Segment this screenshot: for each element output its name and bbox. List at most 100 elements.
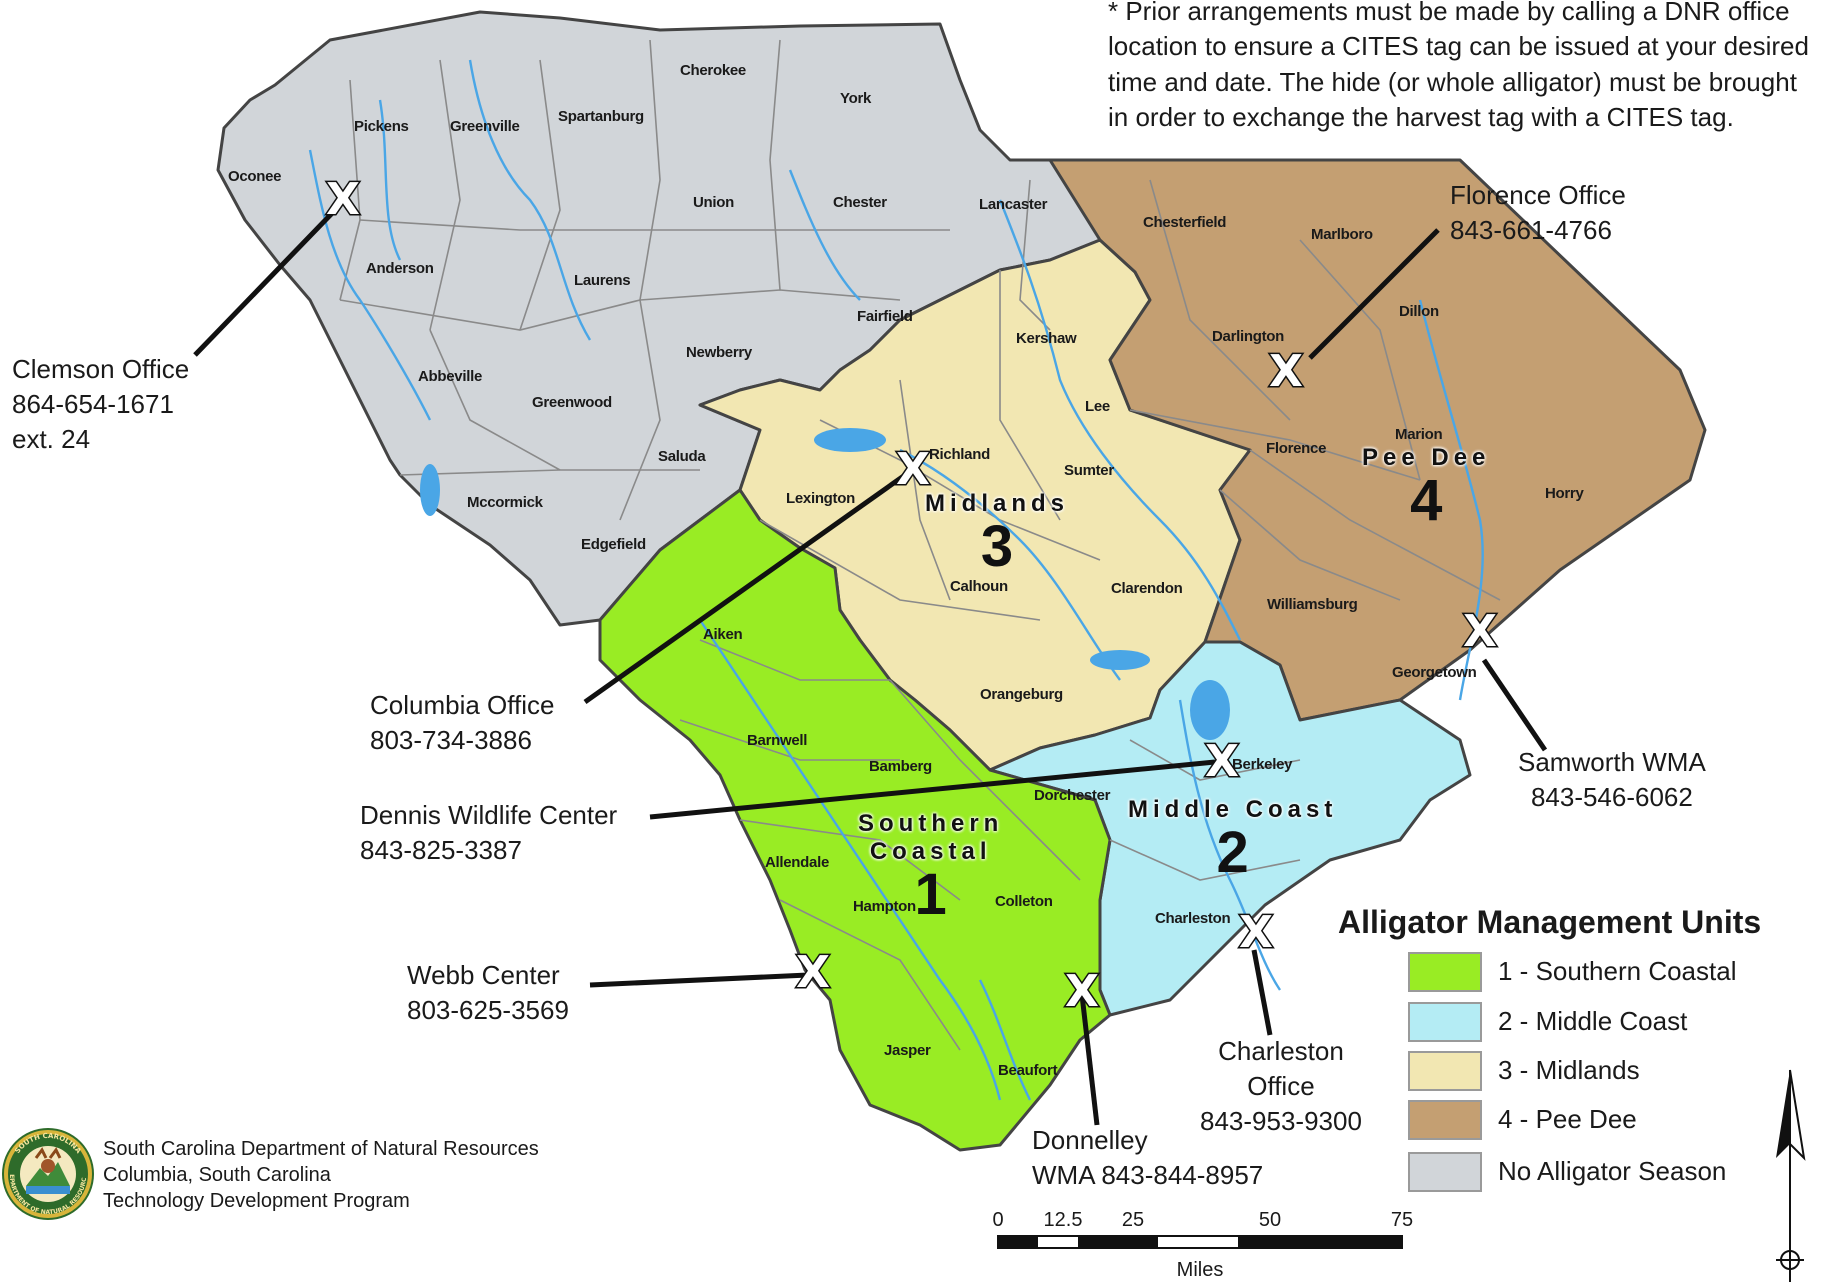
county-label: Charleston xyxy=(1155,910,1231,927)
county-label: Beaufort xyxy=(998,1062,1058,1079)
agency-credit: South Carolina Department of Natural Res… xyxy=(103,1136,539,1214)
office-phone: 843-953-9300 xyxy=(1200,1105,1362,1136)
county-label: Union xyxy=(693,194,734,211)
county-label: Aiken xyxy=(703,626,743,643)
unit-label-name: Southern xyxy=(858,810,1004,837)
county-label: Spartanburg xyxy=(558,108,644,125)
office-marker-icon[interactable]: X xyxy=(795,947,832,998)
cites-note: * Prior arrangements must be made by cal… xyxy=(1108,0,1809,135)
office-marker-icon[interactable]: X xyxy=(325,174,362,225)
office-name: Charleston xyxy=(1218,1036,1344,1066)
office-phone: WMA 843-844-8957 xyxy=(1032,1159,1264,1190)
scale-tick-label: 12.5 xyxy=(1044,1209,1083,1231)
county-label: Dorchester xyxy=(1034,787,1111,804)
office-marker-icon[interactable]: X xyxy=(1064,966,1101,1017)
unit-label-name: Middle Coast xyxy=(1128,796,1338,823)
note-line: location to ensure a CITES tag can be is… xyxy=(1108,31,1809,62)
county-label: Georgetown xyxy=(1392,664,1477,681)
office-name: Donnelley xyxy=(1032,1125,1148,1155)
office-name: Florence Office xyxy=(1450,180,1626,210)
office-marker-icon[interactable]: X xyxy=(1462,606,1499,657)
county-label: Pickens xyxy=(354,118,409,135)
unit-label-number: 3 xyxy=(980,514,1014,579)
county-label: Greenville xyxy=(450,118,520,135)
county-label: Darlington xyxy=(1212,328,1284,345)
office-phone: 864-654-1671 xyxy=(12,388,174,419)
county-label: Dillon xyxy=(1399,303,1439,320)
county-label: Hampton xyxy=(853,898,916,915)
scale-tick-label: 50 xyxy=(1259,1209,1281,1231)
county-label: Chesterfield xyxy=(1143,214,1227,231)
legend-title: Alligator Management Units xyxy=(1338,904,1762,940)
legend-swatch xyxy=(1408,1002,1482,1042)
unit-label-name: Pee Dee xyxy=(1362,444,1491,471)
county-label: Mccormick xyxy=(467,494,543,511)
office-name: Columbia Office xyxy=(370,690,555,720)
county-label: Abbeville xyxy=(418,368,482,385)
unit-label: Pee Dee 4 xyxy=(1362,444,1490,530)
county-label: Berkeley xyxy=(1232,756,1293,773)
office-phone: Office xyxy=(1247,1070,1315,1101)
note-line: in order to exchange the harvest tag wit… xyxy=(1108,102,1734,133)
county-label: Lexington xyxy=(786,490,855,507)
scale-unit-label: Miles xyxy=(1177,1259,1224,1281)
county-label: Fairfield xyxy=(857,308,913,325)
scale-tick-label: 75 xyxy=(1391,1209,1413,1231)
county-label: Oconee xyxy=(228,168,282,185)
county-label: Barnwell xyxy=(747,732,808,749)
county-label: Greenwood xyxy=(532,394,612,411)
county-label: Bamberg xyxy=(869,758,932,775)
unit-label-name: Coastal xyxy=(869,838,992,865)
office-marker-icon[interactable]: X xyxy=(1238,907,1275,958)
office-marker-icon[interactable]: X xyxy=(1204,736,1241,787)
office-name: Dennis Wildlife Center xyxy=(360,800,618,830)
unit-label-name: Midlands xyxy=(925,490,1070,517)
legend-label: 3 - Midlands xyxy=(1498,1055,1640,1085)
county-label: Marion xyxy=(1395,426,1443,443)
legend-swatch xyxy=(1408,1152,1482,1192)
office-label: Samworth WMA 843-546-6062 xyxy=(1518,745,1706,815)
office-label: Columbia Office 803-734-3886 xyxy=(370,688,555,758)
county-label: Sumter xyxy=(1064,462,1114,479)
unit-label-number: 4 xyxy=(1410,468,1443,533)
region-middle-coast xyxy=(988,640,1472,1017)
agency-line: Technology Development Program xyxy=(103,1190,410,1212)
county-label: Lancaster xyxy=(979,196,1048,213)
office-label: Webb Center 803-625-3569 xyxy=(407,958,569,1028)
legend-swatch xyxy=(1408,1100,1482,1140)
county-label: Allendale xyxy=(765,854,829,871)
office-phone: 843-825-3387 xyxy=(360,834,522,865)
note-line: * Prior arrangements must be made by cal… xyxy=(1108,0,1790,26)
legend-swatch xyxy=(1408,1051,1482,1091)
office-label: Florence Office 843-661-4766 xyxy=(1450,178,1626,248)
office-leader-lines xyxy=(193,203,1548,1126)
office-label: Donnelley WMA 843-844-8957 xyxy=(1032,1123,1263,1193)
county-label: Laurens xyxy=(574,272,631,289)
legend-label: 1 - Southern Coastal xyxy=(1498,956,1737,986)
rivers xyxy=(308,59,1484,1101)
county-label: Jasper xyxy=(884,1042,931,1059)
office-name: Samworth WMA xyxy=(1518,747,1706,777)
county-label: Williamsburg xyxy=(1267,596,1358,613)
office-marker-icon[interactable]: X xyxy=(895,444,932,495)
north-arrow-icon xyxy=(1776,1069,1806,1282)
office-label: Charleston Office 843-953-9300 xyxy=(1200,1034,1362,1138)
unit-label-number: 2 xyxy=(1216,820,1249,885)
lakes xyxy=(420,428,1230,740)
county-label: Orangeburg xyxy=(980,686,1063,703)
office-marker-icon[interactable]: X xyxy=(1268,346,1305,397)
county-label: Kershaw xyxy=(1016,330,1077,347)
unit-label: Midlands 3 xyxy=(925,490,1069,576)
county-label: Richland xyxy=(929,446,990,463)
office-phone: 803-625-3569 xyxy=(407,994,569,1025)
legend-label: 4 - Pee Dee xyxy=(1498,1104,1637,1134)
agency-line: Columbia, South Carolina xyxy=(103,1164,331,1186)
county-label: Clarendon xyxy=(1111,580,1183,597)
county-label: Saluda xyxy=(658,448,706,465)
unit-label: Middle Coast 2 xyxy=(1128,796,1337,882)
legend-label: No Alligator Season xyxy=(1498,1156,1727,1186)
office-label: Dennis Wildlife Center 843-825-3387 xyxy=(360,798,617,868)
county-label: Horry xyxy=(1545,485,1584,502)
scale-bar-segment xyxy=(1078,1236,1158,1248)
